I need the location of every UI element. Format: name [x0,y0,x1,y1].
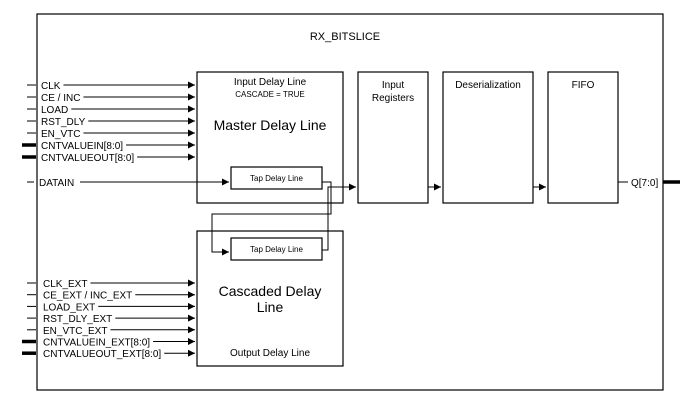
master-input-pin-label: EN_VTC [41,129,80,140]
cascaded-input-pin-label: CLK_EXT [43,279,87,290]
cascaded-tap-delay-line-block [230,237,323,261]
master-label: Master Delay Line [214,117,327,133]
fifo-block [547,71,619,204]
master-input-pin-label: RST_DLY [41,117,86,128]
output-label: Q[7:0] [631,178,658,189]
master-tap-delay-line-block [230,166,323,190]
cascaded-input-pin-label: LOAD_EXT [43,302,95,313]
cascaded-delay-line-block [196,230,344,367]
deserialization-block [442,71,534,204]
input-registers-line1: Input [382,80,404,91]
cascaded-input-pin-label: EN_VTC_EXT [43,326,107,337]
cascaded-label-line2: Line [257,299,284,315]
block-title: RX_BITSLICE [310,31,380,43]
cascaded-tap-to-registers-route [322,183,356,251]
cascaded-input-pin-label: RST_DLY_EXT [43,314,112,325]
master-tap-to-cascaded-route [211,181,332,256]
cascaded-input-pin-label: CE_EXT / INC_EXT [43,291,132,302]
master-input-pin-label: LOAD [41,105,68,116]
input-registers-block [357,71,429,204]
master-input-pin-label: CE / INC [41,93,80,104]
cascaded-input-pin-label: CNTVALUEOUT_EXT[8:0] [43,349,161,360]
cascaded-label-line1: Cascaded Delay [219,283,322,299]
master-delay-line-block [196,71,344,204]
master-input-pin-label: CNTVALUEOUT[8:0] [41,153,134,164]
cascaded-input-pin-label: CNTVALUEIN_EXT[8:0] [43,338,150,349]
master-tap-label: Tap Delay Line [250,174,303,183]
master-input-pin-label: CNTVALUEIN[8:0] [41,141,123,152]
input-registers-line2: Registers [372,93,414,104]
fifo-label: FIFO [572,80,595,91]
rx-bitslice-block [36,13,664,391]
master-input-pin-label: CLK [41,81,61,92]
cascaded-tap-label: Tap Delay Line [250,245,303,254]
master-title: Input Delay Line [234,77,307,88]
datain-label: DATAIN [39,178,74,189]
deserialization-label: Deserialization [455,80,521,91]
cascaded-footer: Output Delay Line [230,348,310,359]
master-subtitle: CASCADE = TRUE [235,90,304,99]
